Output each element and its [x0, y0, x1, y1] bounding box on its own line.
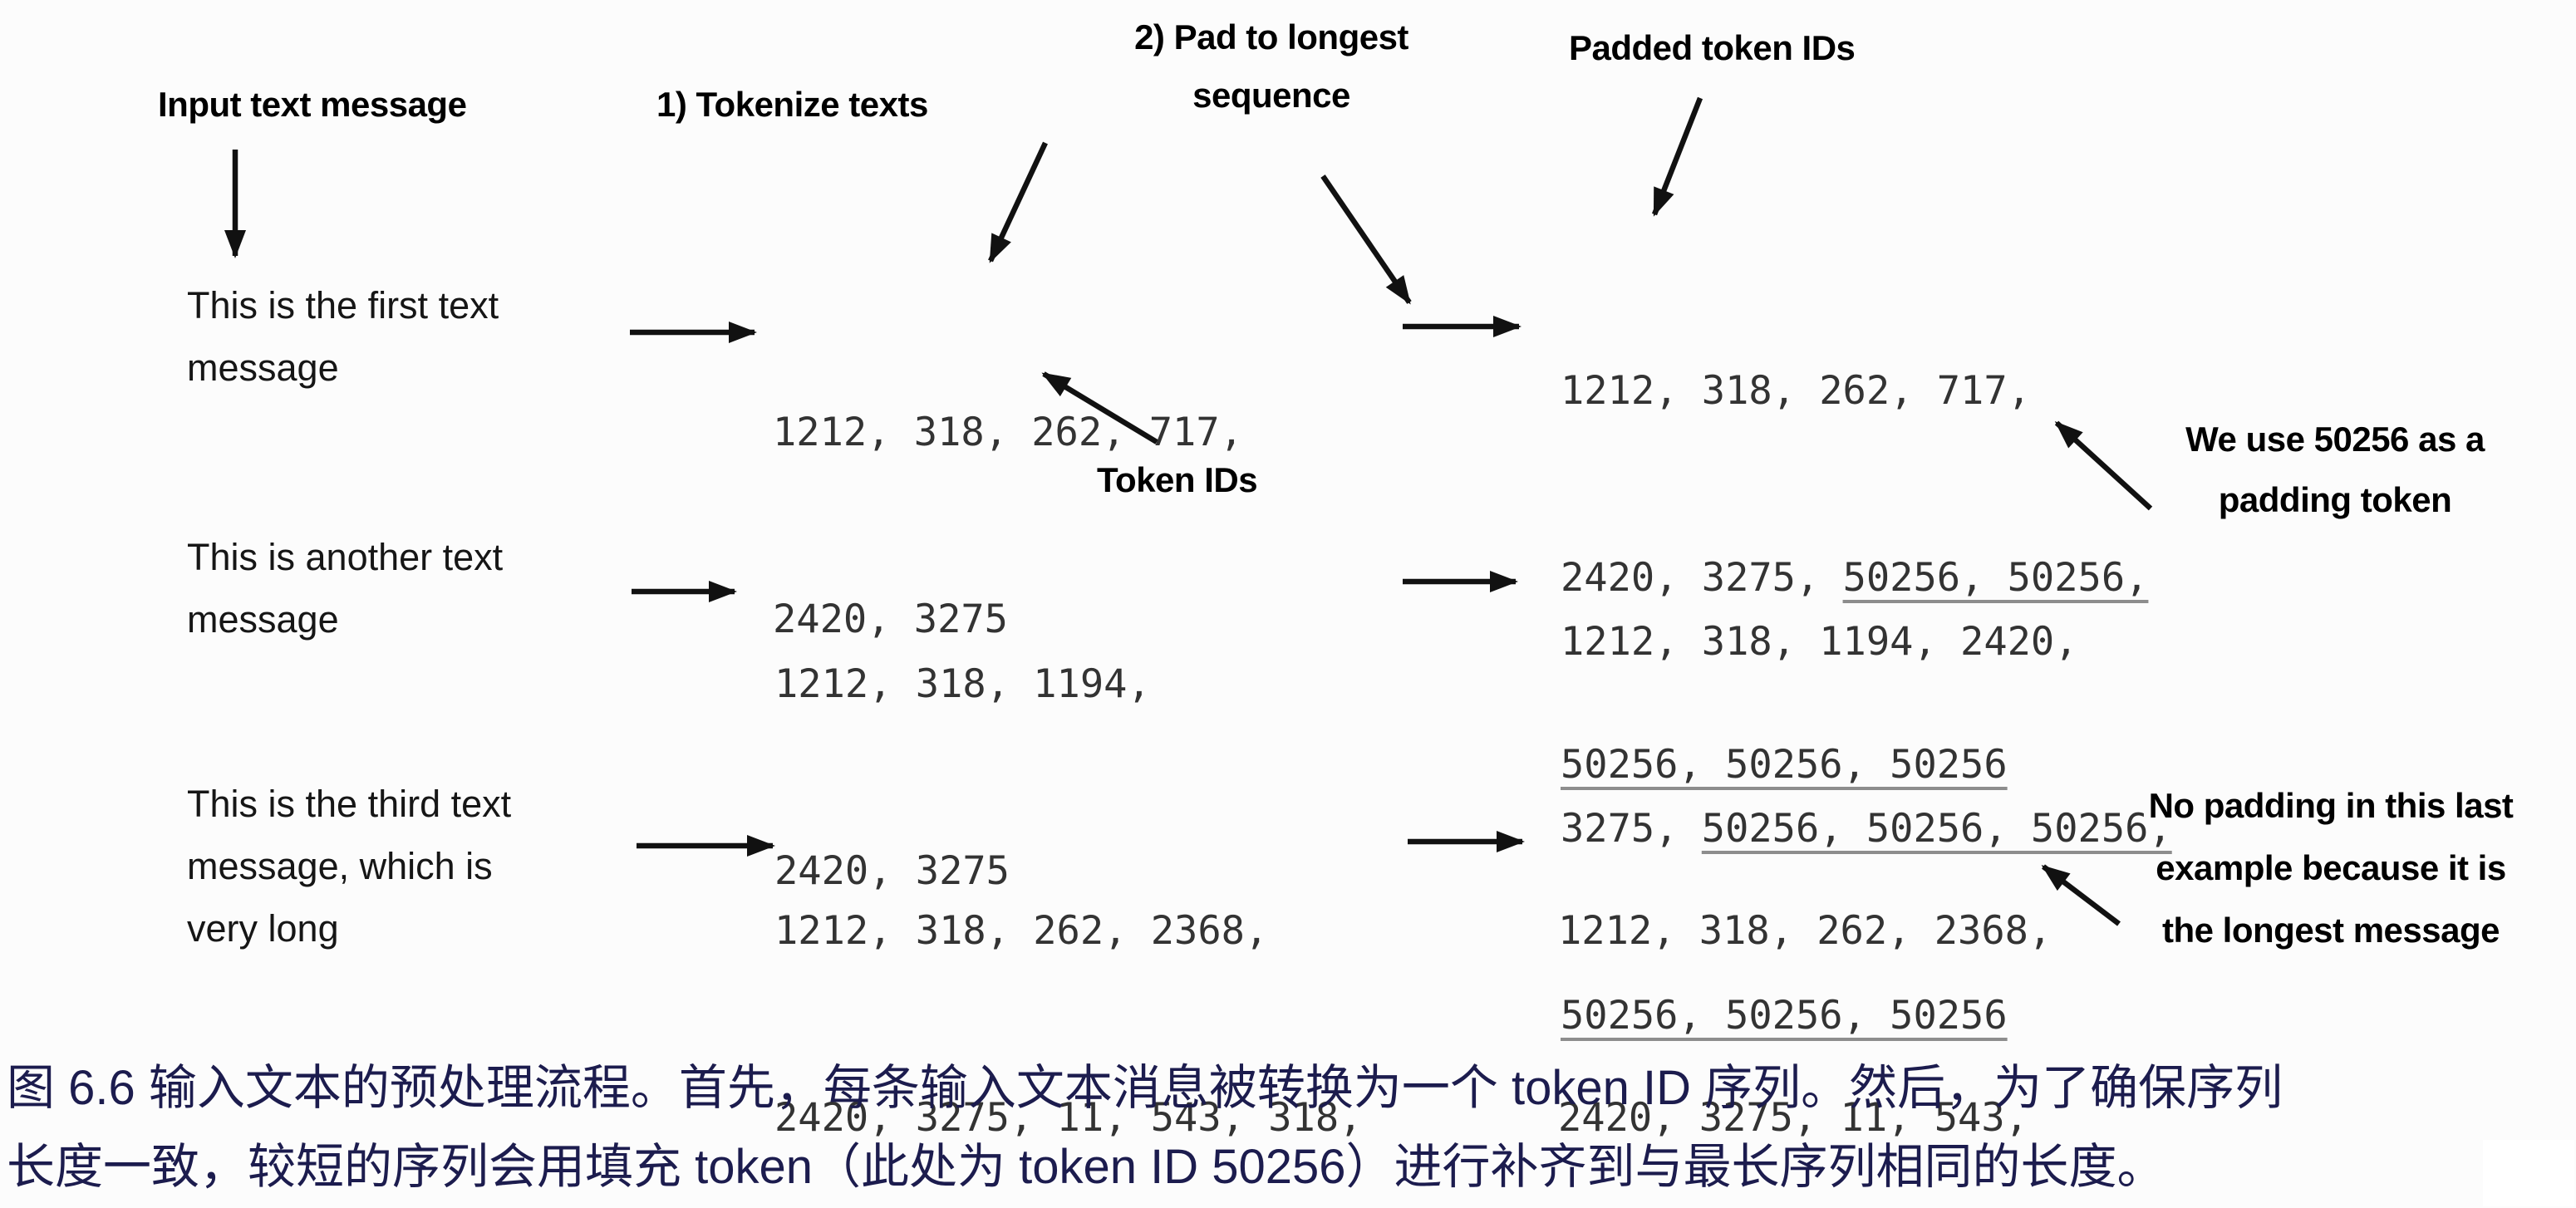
message-line: This is the first text	[187, 284, 499, 327]
row3-padded-token-ids: 1212, 318, 262, 2368, 2420, 3275, 11, 54…	[1558, 775, 2052, 1208]
arrow-pad-label	[1320, 174, 1412, 305]
message-line: This is another text	[187, 536, 504, 578]
padded-segment-underlined: 50256, 50256, 50256	[1561, 993, 2008, 1039]
no-padding-note-line: No padding in this last	[2148, 786, 2514, 825]
padded-segment: 1212, 318, 1194, 2420,	[1561, 619, 2078, 665]
token-line: 1212, 318, 262, 717,	[773, 410, 1243, 455]
no-padding-note-line: the longest message	[2162, 911, 2500, 950]
message-line: message, which is	[187, 845, 493, 887]
padded-segment-underlined: 50256, 50256,	[1842, 555, 2149, 601]
label-input-text-message: Input text message	[158, 85, 467, 124]
padded-segment-underlined: 50256, 50256, 50256	[1561, 742, 2008, 788]
padded-line: 1212, 318, 1194, 2420,	[1561, 611, 2172, 673]
padded-line: 50256, 50256, 50256	[1561, 985, 2172, 1047]
padded-segment-underlined: 50256, 50256, 50256,	[1701, 806, 2172, 852]
no-padding-note-line: example because it is	[2156, 848, 2506, 887]
padded-segment: 2420, 3275,	[1561, 555, 1843, 601]
padding-note: We use 50256 as a padding token	[2123, 409, 2547, 530]
row2-token-ids: 1212, 318, 1194, 2420, 3275	[774, 528, 1151, 1027]
message-line: message	[187, 346, 339, 389]
no-padding-note: No padding in this last example because …	[2119, 774, 2543, 961]
row1-token-ids: 1212, 318, 262, 717, 2420, 3275	[773, 277, 1243, 775]
label-step2-pad: 2) Pad to longest sequence	[1105, 8, 1438, 125]
arrow-tokenize-label	[988, 141, 1048, 263]
arrow-padded-label	[1651, 96, 1703, 217]
row1-message: This is the first text message	[187, 274, 499, 399]
padded-line: 3275, 50256, 50256, 50256,	[1561, 798, 2172, 860]
token-line: 2420, 3275	[774, 848, 1010, 894]
row2-message: This is another text message	[187, 526, 503, 651]
label-padded-token-ids: Padded token IDs	[1569, 28, 1856, 67]
caption-line: 图 6.6 输入文本的预处理流程。首先，每条输入文本消息被转换为一个 token…	[7, 1061, 2283, 1115]
padded-line: 1212, 318, 262, 717,	[1561, 360, 2148, 422]
token-line: 2420, 3275, 11, 543, 318,	[774, 1095, 1363, 1141]
message-line: message	[187, 598, 339, 641]
padded-line: 1212, 318, 262, 2368,	[1558, 900, 2052, 962]
row3-message: This is the third text message, which is…	[187, 773, 511, 960]
padded-segment: 2420, 3275, 11, 543,	[1558, 1095, 2028, 1141]
padded-line: 2420, 3275, 11, 543,	[1558, 1087, 2052, 1149]
row1-padded-token-ids: 1212, 318, 262, 717, 2420, 3275, 50256, …	[1561, 235, 2148, 921]
padding-note-line: padding token	[2218, 480, 2452, 519]
padded-segment: 3275,	[1561, 806, 1702, 852]
figure-caption: 图 6.6 输入文本的预处理流程。首先，每条输入文本消息被转换为一个 token…	[7, 1048, 2283, 1206]
row2-padded-token-ids: 1212, 318, 1194, 2420, 3275, 50256, 5025…	[1561, 486, 2172, 1171]
padding-note-line: We use 50256 as a	[2185, 420, 2485, 459]
padded-line: 2420, 3275, 50256, 50256,	[1561, 547, 2148, 609]
message-line: very long	[187, 907, 339, 950]
token-line: 1212, 318, 262, 2368,	[774, 908, 1269, 954]
label-step2-line2: sequence	[1192, 76, 1350, 115]
watermark-box	[2483, 1140, 2574, 1206]
message-line: This is the third text	[187, 783, 512, 825]
label-step1-tokenize: 1) Tokenize texts	[656, 85, 928, 124]
padded-line: 50256, 50256, 50256	[1561, 734, 2148, 796]
row3-token-ids: 1212, 318, 262, 2368, 2420, 3275, 11, 54…	[774, 775, 1362, 1208]
caption-line: 长度一致，较短的序列会用填充 token（此处为 token ID 50256）…	[7, 1140, 2166, 1194]
token-line: 2420, 3275	[773, 597, 1008, 642]
label-step2-line1: 2) Pad to longest	[1134, 17, 1408, 56]
token-line: 1212, 318, 1194,	[774, 661, 1151, 707]
label-token-ids: Token IDs	[1097, 460, 1258, 499]
padded-segment: 1212, 318, 262, 2368,	[1558, 908, 2052, 954]
padded-segment: 1212, 318, 262, 717,	[1561, 368, 2031, 414]
